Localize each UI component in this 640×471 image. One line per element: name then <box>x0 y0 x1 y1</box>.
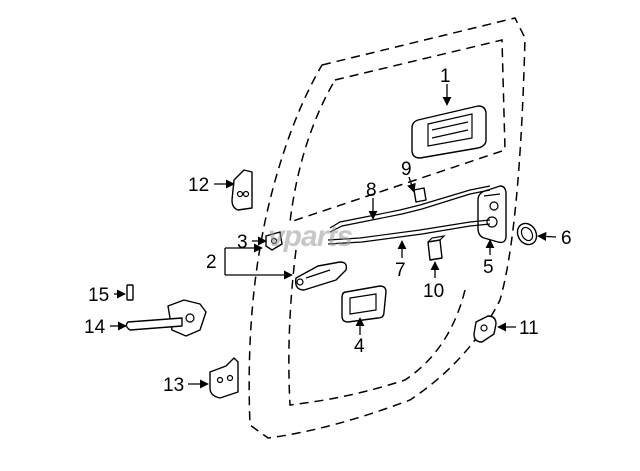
callout-14: 14 <box>84 317 106 338</box>
callout-5: 5 <box>483 257 494 278</box>
callout-13: 13 <box>163 375 184 396</box>
watermark: vparts <box>268 220 352 253</box>
callout-2: 2 <box>206 252 217 273</box>
part-outside-handle <box>411 105 487 159</box>
door-outline <box>248 17 526 439</box>
part-lock-block <box>427 235 446 261</box>
callout-3: 3 <box>237 232 248 253</box>
callout-1: 1 <box>440 66 451 87</box>
part-door-check <box>125 299 207 337</box>
callout-9: 9 <box>401 159 412 180</box>
leader-lines <box>110 84 557 389</box>
callout-15: 15 <box>88 285 109 306</box>
callout-11: 11 <box>519 318 539 339</box>
part-door-lock-assembly <box>477 185 507 244</box>
part-remote-control-cable <box>327 219 491 245</box>
part-lower-hinge <box>209 357 239 399</box>
callout-6: 6 <box>561 228 572 249</box>
part-striker <box>473 315 497 343</box>
part-inside-handle <box>294 261 348 291</box>
part-fastener <box>265 231 283 251</box>
part-handle-bezel <box>341 285 387 323</box>
callout-10: 10 <box>423 281 444 302</box>
callout-12: 12 <box>188 175 209 196</box>
callout-8: 8 <box>366 180 377 201</box>
part-upper-hinge <box>231 169 253 211</box>
callout-4: 4 <box>354 336 365 357</box>
part-grommet <box>516 222 538 246</box>
callout-numbers: 1 2 3 4 5 6 7 8 9 10 11 12 13 14 15 <box>84 66 572 396</box>
callout-7: 7 <box>395 260 406 281</box>
part-rod-clip <box>413 187 427 203</box>
part-pin <box>126 284 134 301</box>
part-lock-rod <box>329 185 491 233</box>
